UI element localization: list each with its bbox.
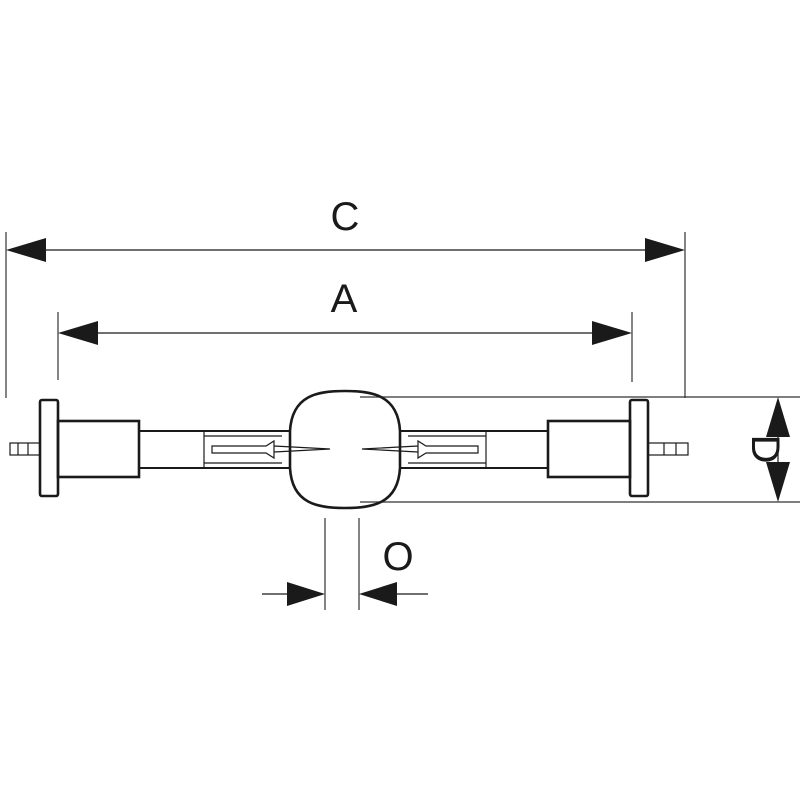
c-left-arrowhead [6, 238, 46, 262]
lamp-bulb [288, 389, 402, 510]
dimension-a: A [58, 277, 632, 345]
dimension-d: D [743, 397, 790, 502]
dimension-c: C [6, 195, 685, 262]
d-top-arrowhead [766, 397, 790, 437]
lamp [9, 389, 689, 510]
o-label: O [382, 535, 413, 579]
c-label: C [331, 195, 360, 239]
right-electrode [361, 439, 479, 460]
d-bottom-arrowhead [766, 462, 790, 502]
dimension-o: O [262, 535, 428, 606]
right-neck [400, 430, 548, 469]
left-terminal-pin [9, 442, 41, 456]
a-label: A [331, 277, 358, 321]
left-flange [38, 398, 60, 498]
o-right-arrowhead [359, 582, 397, 606]
a-left-arrowhead [58, 321, 98, 345]
right-terminal-pin [647, 442, 689, 456]
right-flange [628, 398, 650, 498]
a-right-arrowhead [592, 321, 632, 345]
o-left-arrowhead [287, 582, 325, 606]
left-socket [56, 419, 141, 479]
extension-lines [5, 232, 800, 610]
left-electrode [211, 439, 331, 460]
right-socket [546, 419, 632, 479]
c-right-arrowhead [645, 238, 685, 262]
d-label: D [743, 435, 787, 464]
left-neck [139, 430, 290, 469]
